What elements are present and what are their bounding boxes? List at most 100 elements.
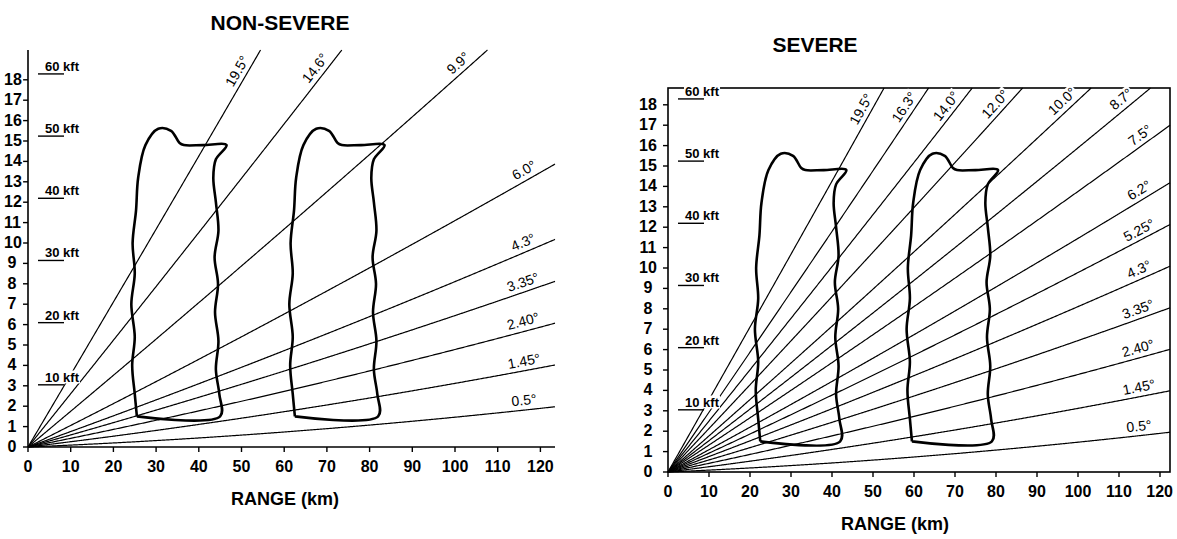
height-tick-label: 3 [7,378,18,394]
storm-cloud-outline [907,153,999,445]
feet-height-label: 40 kft [44,184,80,197]
panel-title: NON-SEVERE [210,12,351,33]
elevation-beam-line [668,88,972,472]
feet-height-label: 20 kft [684,333,720,346]
axis-tick [497,447,498,452]
height-tick-label: 3 [643,403,654,419]
axis-tick [38,384,64,385]
range-tick-label: 90 [1027,484,1047,500]
range-tick-label: 20 [103,459,123,475]
axis-tick [70,447,71,452]
height-tick-label: 5 [7,337,18,353]
height-tick-label: 15 [638,158,658,174]
height-tick-label: 6 [7,317,18,333]
feet-height-label: 30 kft [684,271,720,284]
feet-height-label: 50 kft [44,122,80,135]
elevation-beam-line [668,88,1023,472]
axis-tick [23,201,28,202]
elevation-angle-label: 6.2° [1124,177,1154,203]
axis-tick [23,99,28,100]
elevation-angle-label: 19.5° [222,52,252,89]
axis-tick [23,222,28,223]
elevation-angle-label: 2.40° [1120,336,1157,359]
height-tick-label: 7 [7,296,18,312]
elevation-beam-line [28,281,555,447]
height-tick-label: 2 [643,423,654,439]
height-tick-label: 11 [3,215,22,231]
elevation-angle-label: 6.0° [509,157,539,183]
storm-cloud-outline [131,128,226,420]
height-tick-label: 12 [3,194,23,210]
range-tick-label: 20 [740,484,760,500]
height-tick-label: 17 [638,117,658,133]
elevation-angle-label: 19.5° [846,91,875,128]
range-tick-label: 30 [781,484,801,500]
elevation-angle-label: 2.40° [505,310,542,333]
range-tick-label: 10 [61,459,81,475]
axis-tick [23,140,28,141]
height-tick-label: 18 [638,97,658,113]
height-tick-label: 10 [638,260,658,276]
feet-height-label: 30 kft [44,246,80,259]
range-tick-label: 100 [1064,484,1093,500]
x-axis-line [28,446,555,448]
range-tick-label: 120 [526,459,555,475]
axis-tick [23,324,28,325]
axis-tick [995,472,996,477]
axis-tick [913,472,914,477]
range-tick-label: 80 [986,484,1006,500]
elevation-beam-line [668,183,1170,472]
axis-tick [831,472,832,477]
axis-tick [38,73,64,74]
range-tick-label: 90 [402,459,422,475]
axis-tick [678,285,704,286]
height-tick-label: 15 [3,133,23,149]
axis-tick [23,304,28,305]
axis-tick [663,124,668,125]
elevation-angle-label: 3.35° [505,269,543,294]
elevation-beam-line [668,88,884,472]
feet-height-label: 60 kft [684,84,720,97]
axis-tick [678,160,704,161]
axis-tick [708,472,709,477]
axis-tick [954,472,955,477]
height-tick-label: 0 [643,464,654,480]
height-tick-label: 1 [7,419,18,435]
storm-cloud-outline [289,128,384,420]
axis-tick [23,365,28,366]
axis-tick [23,446,28,447]
feet-height-label: 50 kft [684,147,720,160]
range-tick-label: 10 [699,484,719,500]
axis-tick [663,471,668,472]
axis-tick [326,447,327,452]
axis-tick [663,104,668,105]
elevation-angle-label: 16.3° [888,89,919,126]
axis-tick [790,472,791,477]
height-tick-label: 4 [643,382,654,398]
axis-tick [663,186,668,187]
elevation-angle-label: 4.3° [508,230,538,253]
elevation-angle-label: 3.35° [1120,296,1158,321]
elevation-beam-line [28,50,342,447]
elevation-beam-line [28,407,555,447]
elevation-beam-line [668,391,1170,472]
elevation-angle-label: 9.9° [444,48,474,76]
axis-tick [663,431,668,432]
height-tick-label: 10 [3,235,23,251]
axis-tick [663,329,668,330]
range-tick-label: 110 [1105,484,1133,500]
height-tick-label: 7 [643,321,654,337]
height-tick-label: 14 [3,153,23,169]
axis-tick [663,410,668,411]
elevation-beam-line [668,88,929,472]
axis-tick [23,263,28,264]
elevation-angle-label: 1.45° [505,351,542,371]
axis-tick [155,447,156,452]
axis-tick [872,472,873,477]
height-tick-label: 12 [638,219,658,235]
axis-tick [23,161,28,162]
elevation-angle-label: 12.0° [978,86,1012,121]
range-tick-label: 100 [441,459,470,475]
height-tick-label: 11 [639,240,658,256]
axis-tick [23,120,28,121]
